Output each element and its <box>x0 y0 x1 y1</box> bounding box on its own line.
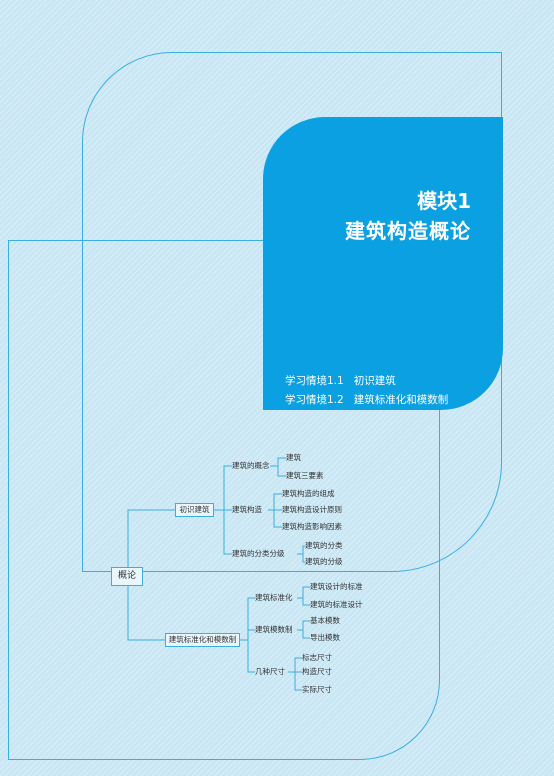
situation-name: 建筑标准化和模数制 <box>353 394 449 406</box>
situation-1: 学习情境1.1 初识建筑 <box>285 373 396 388</box>
mindmap-leaf: 建筑构造设计原则 <box>282 505 342 514</box>
mindmap-leaf: 实际尺寸 <box>302 685 332 694</box>
situation-2: 学习情境1.2 建筑标准化和模数制 <box>285 392 448 407</box>
situation-code: 学习情境1.1 <box>285 375 344 387</box>
mindmap-leaf: 构造尺寸 <box>302 667 332 676</box>
mindmap-node: 建筑标准化 <box>255 593 293 602</box>
module-title-panel: 模块1 建筑构造概论 学习情境1.1 初识建筑 学习情境1.2 建筑标准化和模数制 <box>263 117 503 410</box>
mindmap-leaf: 建筑的分级 <box>305 557 343 566</box>
module-number: 模块1 <box>417 189 471 213</box>
situation-name: 初识建筑 <box>353 375 396 387</box>
mindmap-leaf: 建筑构造的组成 <box>282 489 335 498</box>
mindmap-leaf: 建筑的标准设计 <box>310 600 363 609</box>
mindmap-node: 建筑模数制 <box>255 625 293 634</box>
mindmap-leaf: 建筑的分类 <box>305 541 343 550</box>
branch-box: 初识建筑 <box>175 503 214 517</box>
module-title: 建筑构造概论 <box>345 219 471 243</box>
mindmap-root: 概论 <box>111 567 143 586</box>
mindmap-leaf: 基本模数 <box>310 616 340 625</box>
mindmap-leaf: 建筑三要素 <box>286 471 324 480</box>
situation-code: 学习情境1.2 <box>285 394 344 406</box>
mindmap-leaf: 建筑设计的标准 <box>310 582 363 591</box>
mindmap-leaf: 标志尺寸 <box>302 653 332 662</box>
decorative-inner-frame <box>8 240 440 760</box>
mindmap-node: 建筑构造 <box>232 505 262 514</box>
mindmap-leaf: 建筑构造影响因素 <box>282 522 342 531</box>
mindmap-leaf: 导出模数 <box>310 633 340 642</box>
mindmap-node: 建筑的分类分级 <box>232 549 285 558</box>
branch-box: 建筑标准化和模数制 <box>165 633 240 647</box>
mindmap-node: 几种尺寸 <box>255 667 285 676</box>
mindmap-node: 建筑的概念 <box>232 461 270 470</box>
mindmap-leaf: 建筑 <box>286 453 301 462</box>
